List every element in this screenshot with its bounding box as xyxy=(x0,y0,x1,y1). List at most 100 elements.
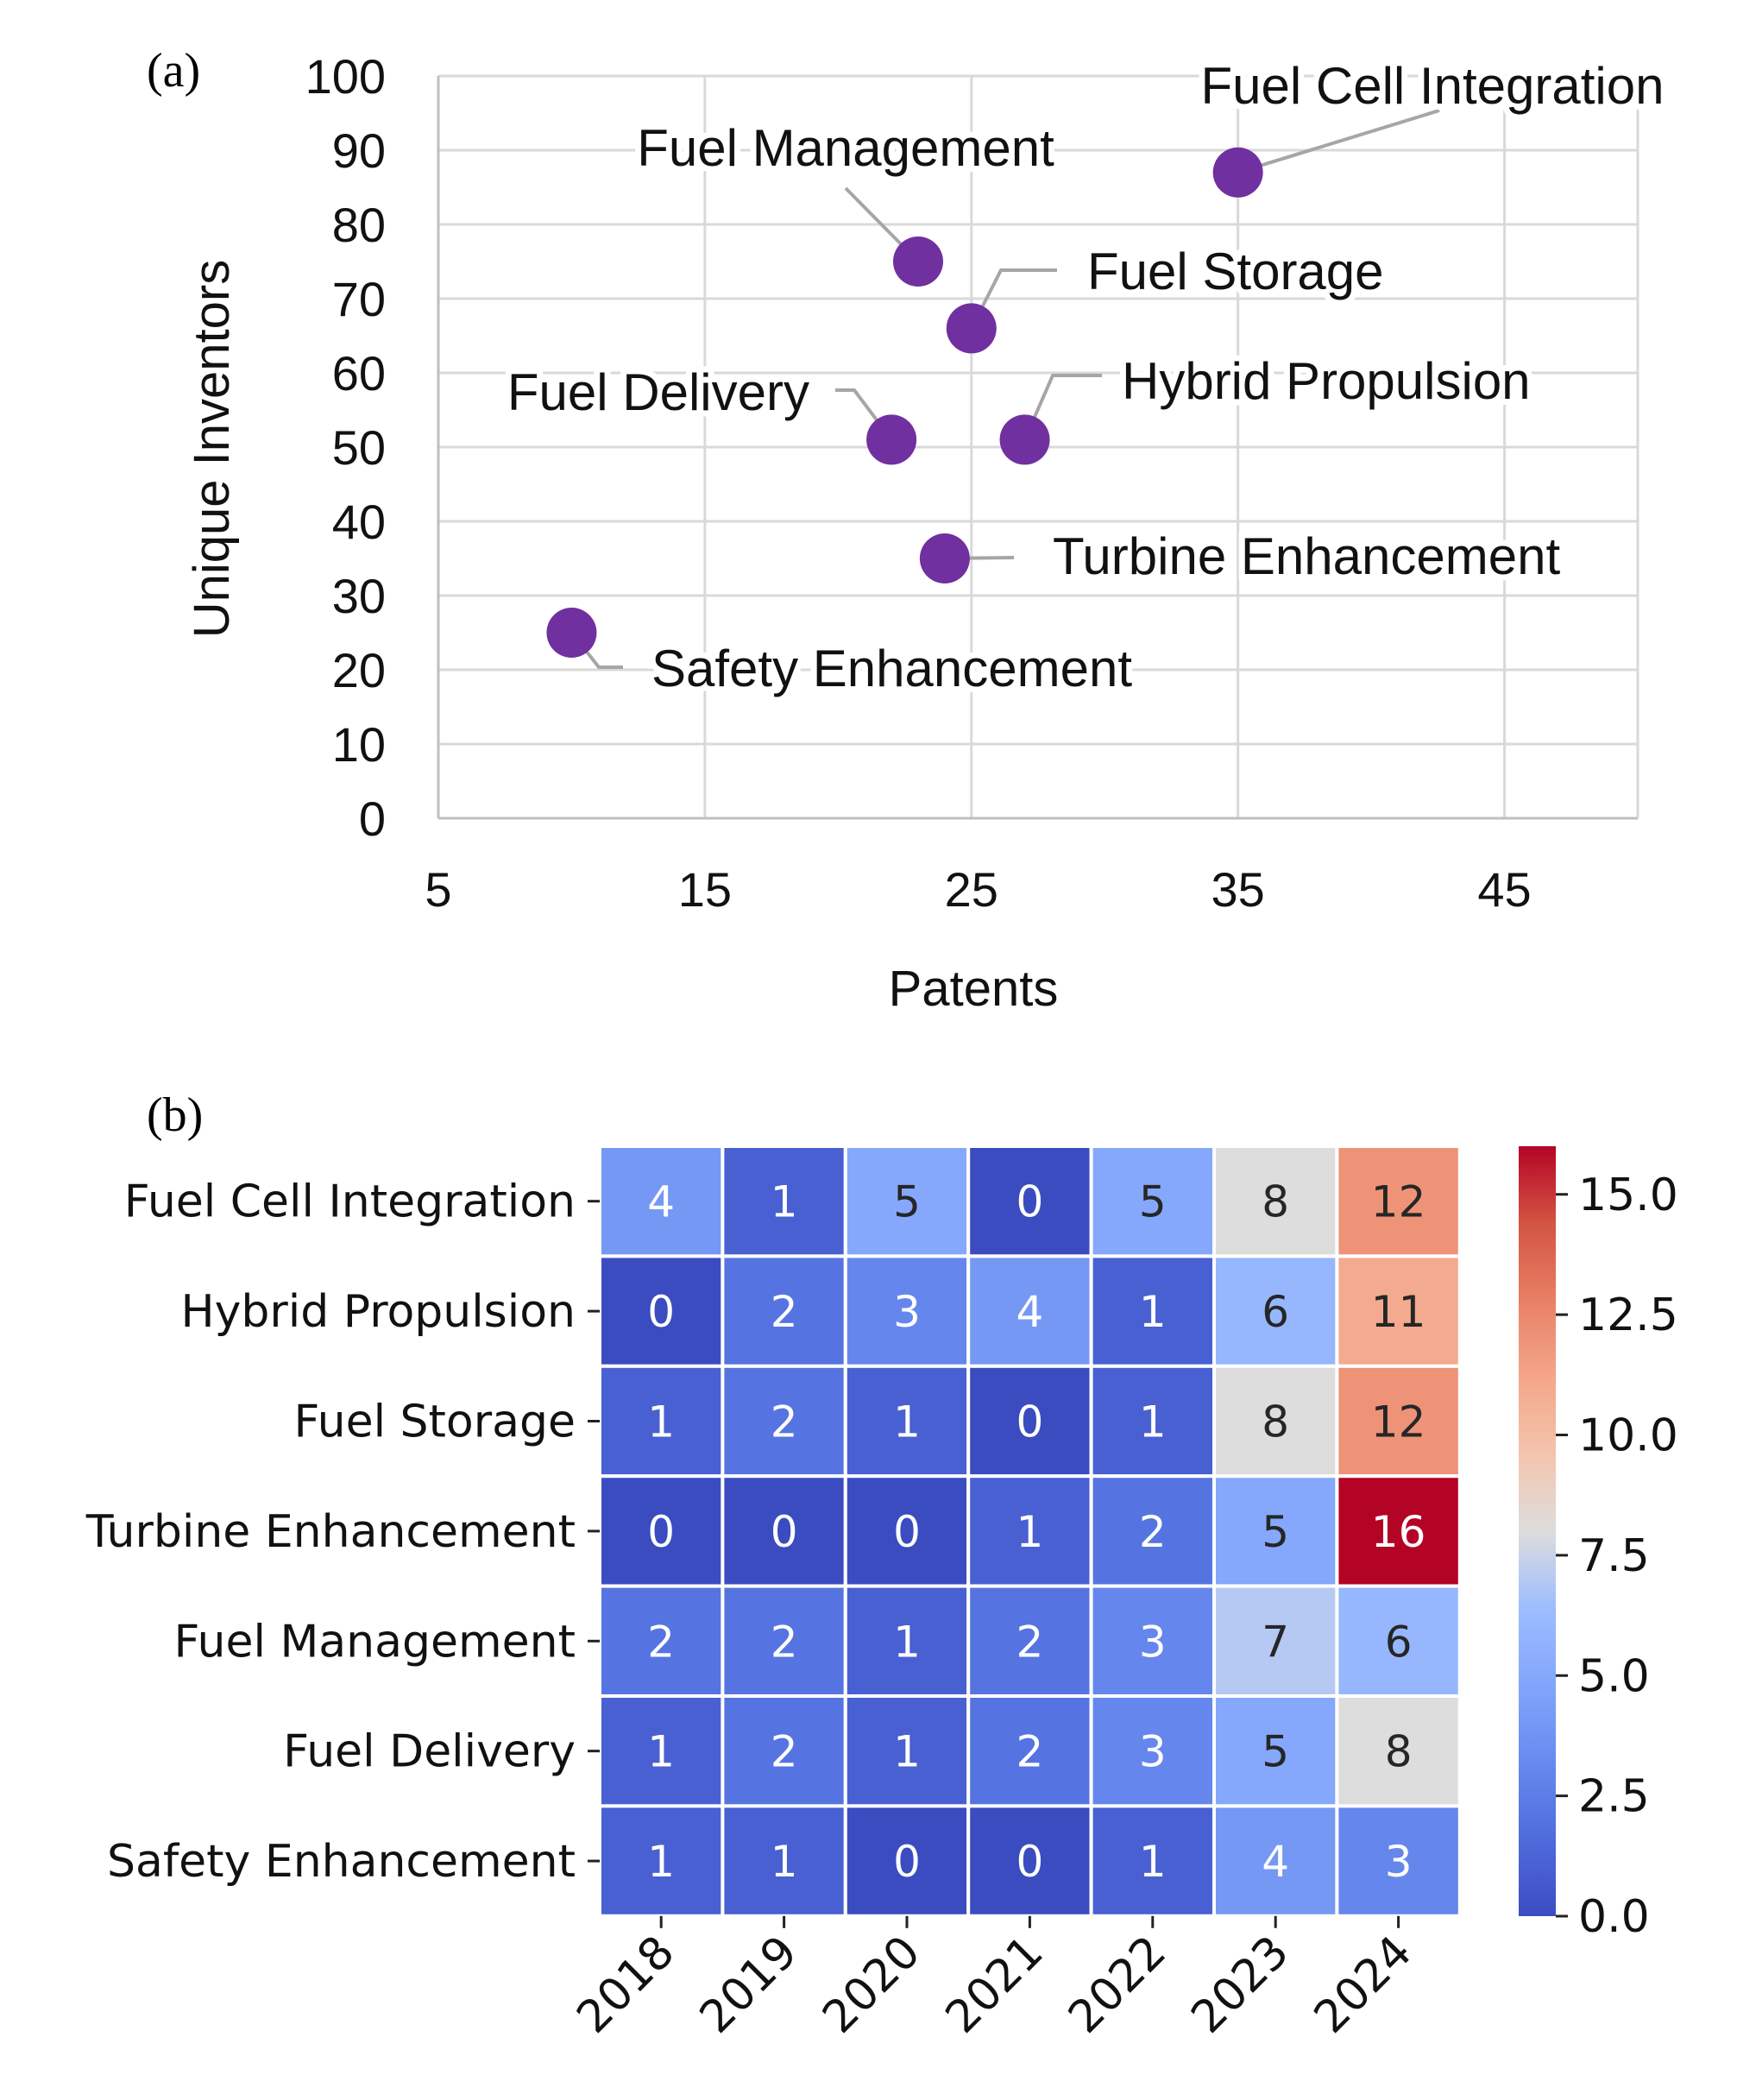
point-label: Safety Enhancement xyxy=(651,640,1132,697)
point-label: Fuel Storage xyxy=(1087,243,1384,300)
heatmap-cell xyxy=(966,1804,1093,1918)
row-label: Safety Enhancement xyxy=(107,1836,576,1888)
heatmap-cell xyxy=(1212,1474,1339,1588)
heatmap-cell xyxy=(721,1694,847,1808)
panel-label-a: (a) xyxy=(147,44,200,98)
row-label: Fuel Management xyxy=(173,1616,576,1668)
y-tick-label: 60 xyxy=(332,346,386,400)
cell-value: 1 xyxy=(647,1397,675,1447)
column-label: 2019 xyxy=(690,1927,808,2044)
colorbar-bar xyxy=(1519,1146,1556,1916)
y-axis-title: Unique Inventors xyxy=(184,260,240,638)
cell-value: 2 xyxy=(1016,1617,1043,1667)
column-label: 2021 xyxy=(936,1927,1054,2044)
y-tick-label: 80 xyxy=(332,198,386,252)
heatmap-cell xyxy=(843,1254,971,1368)
data-point xyxy=(999,414,1050,465)
cell-value: 0 xyxy=(1016,1177,1043,1227)
heatmap-cell xyxy=(1335,1145,1462,1258)
cell-value: 3 xyxy=(1139,1617,1167,1667)
heatmap-cell xyxy=(721,1804,847,1918)
cell-value: 0 xyxy=(1016,1397,1043,1447)
y-tick-label: 100 xyxy=(305,49,386,104)
colorbar: 0.02.55.07.510.012.515.0 xyxy=(1519,1146,1678,1943)
heatmap-cell xyxy=(966,1364,1093,1479)
column-label: 2018 xyxy=(567,1927,684,2044)
heatmap-cell xyxy=(843,1804,971,1918)
data-point xyxy=(546,608,597,658)
cell-value: 8 xyxy=(1385,1727,1413,1777)
x-tick-label: 5 xyxy=(425,862,451,917)
heatmap-cells xyxy=(598,1145,1462,1918)
heatmap-cell xyxy=(843,1584,971,1698)
cell-value: 4 xyxy=(647,1177,675,1227)
cell-value: 1 xyxy=(1016,1507,1043,1557)
heatmap-cell xyxy=(1212,1694,1339,1808)
cell-value: 1 xyxy=(1139,1837,1167,1887)
cell-value: 1 xyxy=(1139,1397,1167,1447)
colorbar-tick-label: 2.5 xyxy=(1578,1771,1650,1823)
cell-value: 1 xyxy=(893,1617,921,1667)
cell-value: 4 xyxy=(1262,1837,1289,1887)
heatmap-cell xyxy=(598,1804,725,1918)
y-tick-label: 90 xyxy=(332,123,386,178)
heatmap-cell xyxy=(1089,1145,1216,1258)
colorbar-tick-label: 10.0 xyxy=(1578,1410,1678,1462)
point-label: Fuel Cell Integration xyxy=(1201,57,1665,115)
scatter-points xyxy=(546,147,1263,658)
cell-value: 2 xyxy=(771,1727,798,1777)
row-label: Fuel Cell Integration xyxy=(124,1176,576,1228)
row-label: Fuel Delivery xyxy=(283,1726,576,1778)
cell-value: 8 xyxy=(1262,1397,1289,1447)
heatmap-cell xyxy=(966,1254,1093,1368)
cell-value: 1 xyxy=(893,1397,921,1447)
y-tick-label: 50 xyxy=(332,420,386,475)
y-tick-label: 70 xyxy=(332,272,386,326)
row-label: Hybrid Propulsion xyxy=(181,1286,576,1338)
cell-value: 1 xyxy=(647,1727,675,1777)
cell-value: 3 xyxy=(893,1287,921,1337)
cell-value: 8 xyxy=(1262,1177,1289,1227)
cell-value: 2 xyxy=(771,1397,798,1447)
cell-value: 5 xyxy=(1262,1507,1289,1557)
colorbar-tick-label: 7.5 xyxy=(1578,1530,1650,1582)
colorbar-tick-label: 12.5 xyxy=(1578,1290,1678,1341)
cell-value: 0 xyxy=(647,1507,675,1557)
cell-value: 1 xyxy=(647,1837,675,1887)
data-point xyxy=(893,236,943,287)
data-point xyxy=(866,414,917,465)
cell-value: 5 xyxy=(893,1177,921,1227)
heatmap-cell xyxy=(1335,1804,1462,1918)
cell-value: 1 xyxy=(893,1727,921,1777)
heatmap-cell xyxy=(721,1584,847,1698)
cell-value: 16 xyxy=(1371,1507,1426,1557)
cell-value: 2 xyxy=(1139,1507,1167,1557)
cell-value: 2 xyxy=(771,1287,798,1337)
panel-label-b: (b) xyxy=(147,1088,203,1142)
data-point xyxy=(919,533,970,583)
heatmap-cell xyxy=(721,1254,847,1368)
cell-value: 0 xyxy=(647,1287,675,1337)
cell-value: 3 xyxy=(1139,1727,1167,1777)
x-tick-label: 35 xyxy=(1211,862,1265,917)
y-tick-label: 20 xyxy=(332,643,386,697)
cell-value: 7 xyxy=(1262,1617,1289,1667)
cell-value: 0 xyxy=(893,1507,921,1557)
cell-value: 1 xyxy=(771,1177,798,1227)
colorbar-tick-label: 0.0 xyxy=(1578,1891,1650,1943)
cell-value: 12 xyxy=(1371,1177,1426,1227)
cell-value: 12 xyxy=(1371,1397,1426,1447)
scatter-axes xyxy=(437,76,1638,820)
heatmap-cell xyxy=(1089,1694,1216,1808)
x-axis-title: Patents xyxy=(889,961,1059,1017)
cell-value: 4 xyxy=(1016,1287,1043,1337)
heatmap-cell xyxy=(598,1145,725,1258)
cell-value: 2 xyxy=(647,1617,675,1667)
heatmap-cell xyxy=(598,1254,725,1368)
cell-value: 2 xyxy=(1016,1727,1043,1777)
y-tick-label: 0 xyxy=(359,791,386,846)
